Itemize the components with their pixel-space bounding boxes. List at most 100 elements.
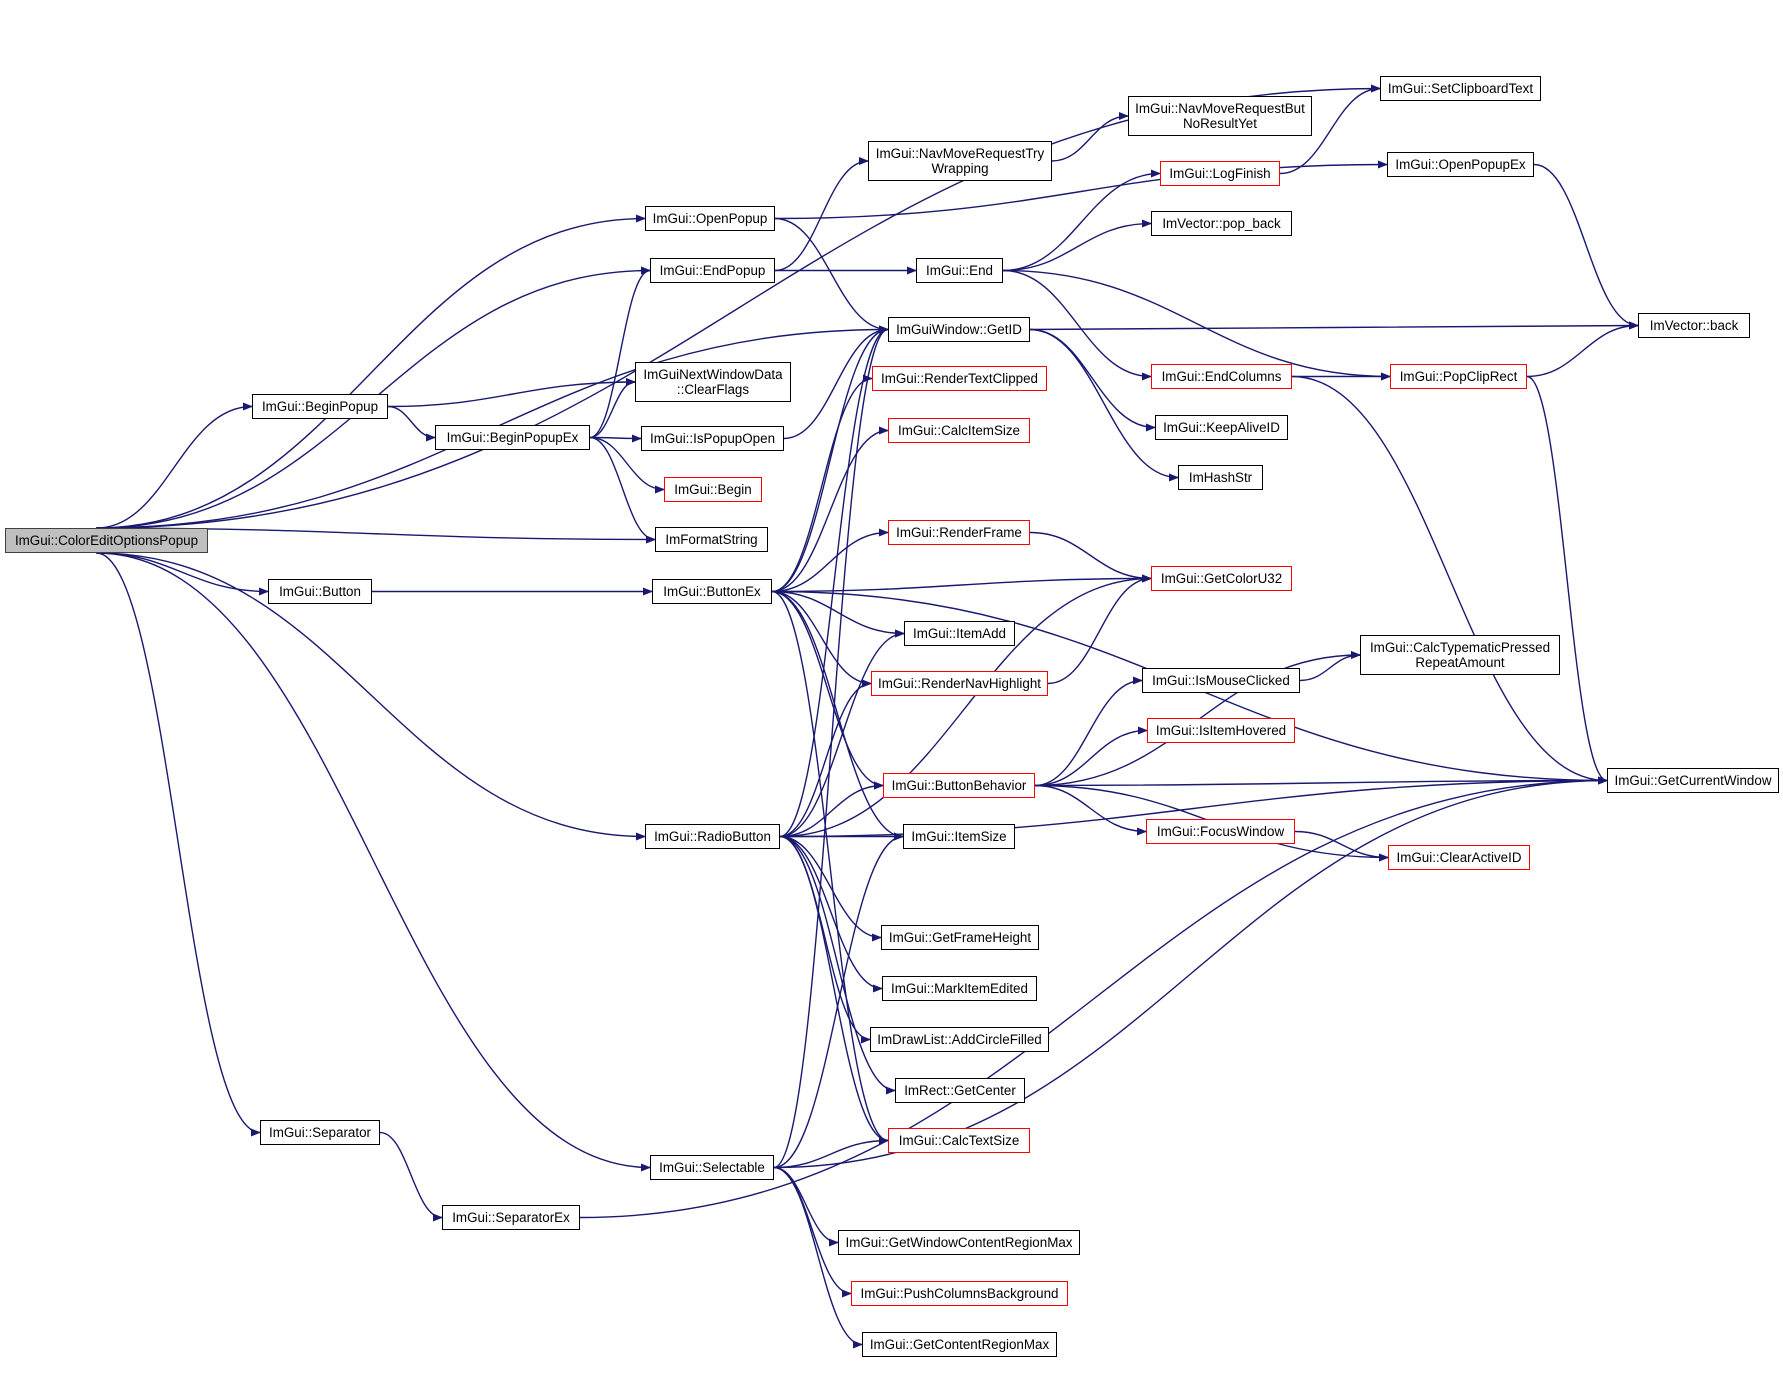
edge-getid-to-keepaliveid [1029,328,1156,432]
node-nextclear[interactable]: ImGuiNextWindowData ::ClearFlags [635,362,791,402]
node-popback[interactable]: ImVector::pop_back [1151,211,1292,236]
edge-coloredit-to-radiobutton [96,552,646,841]
edge-selectable-to-calctextsize [773,1136,889,1169]
edge-endcolumns-to-getcurwin [1291,375,1608,785]
edge-radiobutton-to-itemadd [779,629,905,838]
edge-coloredit-to-openpopup [96,214,646,529]
node-coloredit[interactable]: ImGui::ColorEditOptionsPopup [5,528,208,553]
node-logfinish[interactable]: ImGui::LogFinish [1160,161,1280,186]
edge-buttonex-to-buttonbehavior [771,590,884,790]
node-separator[interactable]: ImGui::Separator [260,1120,380,1145]
edge-end-to-popback [1002,219,1152,272]
node-isitemhovered[interactable]: ImGui::IsItemHovered [1147,718,1295,743]
edge-radiobutton-to-getcenter [779,835,896,1095]
node-renderframe[interactable]: ImGui::RenderFrame [888,520,1030,545]
edge-selectable-to-getwindowcrmax [773,1166,839,1247]
edge-openpopupex-to-vecback [1533,163,1639,330]
edge-beginpopup-to-beginpopupex [387,405,436,442]
node-calctextsize[interactable]: ImGui::CalcTextSize [888,1128,1030,1153]
node-selectable[interactable]: ImGui::Selectable [650,1155,774,1180]
edge-beginpopup-to-nextclear [387,378,636,408]
edge-radiobutton-to-addcirclefilled [779,835,871,1044]
edge-popcliprect-to-vecback [1526,321,1639,378]
node-rendernavhl[interactable]: ImGui::RenderNavHighlight [871,671,1048,696]
edge-ispopupopen-to-getid [783,325,889,440]
node-button[interactable]: ImGui::Button [268,579,372,604]
node-begin[interactable]: ImGui::Begin [664,477,762,502]
node-getcrmax[interactable]: ImGui::GetContentRegionMax [862,1332,1057,1357]
node-openpopup[interactable]: ImGui::OpenPopup [645,206,775,231]
node-end[interactable]: ImGui::End [916,258,1003,283]
node-itemsize[interactable]: ImGui::ItemSize [903,824,1015,849]
edge-beginpopupex-to-endpopup [589,266,651,439]
node-getframeheight[interactable]: ImGui::GetFrameHeight [881,925,1039,950]
node-setclipboard[interactable]: ImGui::SetClipboardText [1380,76,1541,101]
node-endpopup[interactable]: ImGui::EndPopup [650,258,775,283]
edge-buttonex-to-rendernavhl [771,590,872,688]
node-buttonbehavior[interactable]: ImGui::ButtonBehavior [883,773,1035,798]
edge-separator-to-separatorex [379,1131,443,1222]
node-radiobutton[interactable]: ImGui::RadioButton [645,824,780,849]
node-imformatstring[interactable]: ImFormatString [655,527,768,552]
edge-buttonbehavior-to-focuswindow [1034,784,1147,836]
node-separatorex[interactable]: ImGui::SeparatorEx [442,1205,580,1230]
node-calcitemsize[interactable]: ImGui::CalcItemSize [888,418,1030,443]
node-calctypematic[interactable]: ImGui::CalcTypematicPressed RepeatAmount [1360,635,1560,675]
node-getid[interactable]: ImGuiWindow::GetID [888,317,1030,342]
edge-endpopup-to-navtrywrap [774,157,869,272]
edge-openpopup-to-getid [774,217,889,334]
edge-buttonex-to-renderframe [771,528,889,593]
edge-coloredit-to-button [96,552,269,596]
node-addcirclefilled[interactable]: ImDrawList::AddCircleFilled [870,1027,1049,1052]
edge-radiobutton-to-calctextsize [779,835,889,1145]
edge-getid-to-vecback [1029,321,1639,331]
edge-end-to-logfinish [1002,169,1161,272]
node-beginpopupex[interactable]: ImGui::BeginPopupEx [435,425,590,450]
edge-radiobutton-to-getframeheight [779,835,882,942]
node-ismouseclicked[interactable]: ImGui::IsMouseClicked [1142,668,1300,693]
edge-coloredit-to-selectable [96,552,651,1172]
node-clearactiveid[interactable]: ImGui::ClearActiveID [1388,845,1530,870]
node-getcurwin[interactable]: ImGui::GetCurrentWindow [1607,768,1779,793]
edge-navtrywrap-to-navnoresult [1051,112,1129,162]
node-pushcolbg[interactable]: ImGui::PushColumnsBackground [851,1281,1068,1306]
node-vecback[interactable]: ImVector::back [1638,313,1750,338]
edge-radiobutton-to-rendernavhl [779,679,872,838]
node-endcolumns[interactable]: ImGui::EndColumns [1151,364,1292,389]
node-itemadd[interactable]: ImGui::ItemAdd [904,621,1015,646]
node-navtrywrap[interactable]: ImGui::NavMoveRequestTry Wrapping [868,141,1052,181]
edge-beginpopupex-to-imformatstring [589,436,656,544]
edge-buttonex-to-calcitemsize [771,426,889,593]
edge-buttonex-to-itemsize [771,590,904,841]
edge-buttonbehavior-to-ismouseclicked [1034,676,1143,787]
node-navnoresult[interactable]: ImGui::NavMoveRequestBut NoResultYet [1128,96,1312,136]
node-imhashstr[interactable]: ImHashStr [1178,465,1263,490]
node-getcenter[interactable]: ImRect::GetCenter [895,1078,1025,1103]
edge-selectable-to-getcrmax [773,1166,863,1349]
edge-radiobutton-to-buttonbehavior [779,781,884,838]
node-openpopupex[interactable]: ImGui::OpenPopupEx [1387,152,1534,177]
node-buttonex[interactable]: ImGui::ButtonEx [652,579,772,604]
node-focuswindow[interactable]: ImGui::FocusWindow [1146,819,1295,844]
node-rendertextclipped[interactable]: ImGui::RenderTextClipped [872,366,1047,391]
edge-end-to-popcliprect [1002,269,1391,381]
node-beginpopup[interactable]: ImGui::BeginPopup [252,394,388,419]
edge-coloredit-to-separator [96,552,261,1137]
node-markitemedited[interactable]: ImGui::MarkItemEdited [882,976,1037,1001]
node-getwindowcrmax[interactable]: ImGui::GetWindowContentRegionMax [838,1230,1080,1255]
node-keepaliveid[interactable]: ImGui::KeepAliveID [1155,415,1288,440]
node-popcliprect[interactable]: ImGui::PopClipRect [1390,364,1527,389]
edge-focuswindow-to-clearactiveid [1294,830,1389,862]
edge-renderframe-to-getcoloru32 [1029,531,1152,583]
edge-getid-to-imhashstr [1029,328,1179,482]
edge-radiobutton-to-getid [779,325,889,838]
edge-selectable-to-itemsize [773,832,904,1169]
edge-ismouseclicked-to-calctypematic [1299,651,1361,682]
node-ispopupopen[interactable]: ImGui::IsPopupOpen [641,426,784,451]
edge-buttonbehavior-to-isitemhovered [1034,726,1148,787]
edge-openpopup-to-openpopupex [774,160,1388,220]
edge-popcliprect-to-getcurwin [1526,375,1608,785]
node-getcoloru32[interactable]: ImGui::GetColorU32 [1151,566,1292,591]
